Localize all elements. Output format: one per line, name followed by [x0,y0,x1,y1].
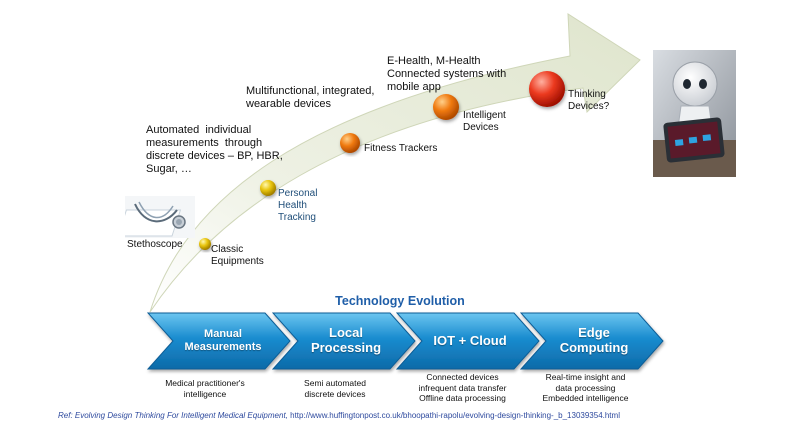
chevron-local [271,312,416,370]
reference-url[interactable]: http://www.huffingtonpost.co.uk/bhoopath… [290,411,620,420]
stage-label-local: Local Processing [310,325,382,355]
milestone-dot-intelligent [433,94,459,120]
chevron-edge [519,312,664,370]
stethoscope-label: Stethoscope [127,239,183,250]
stage-caption-edge: Real-time insight and data processing Em… [542,372,629,403]
annotation-automated: Automated individual measurements throug… [146,124,283,175]
stage-label-edge: Edge Computing [559,325,629,355]
stage-caption-local: Semi automated discrete devices [304,378,366,399]
milestone-label-fitness: Fitness Trackers [364,143,438,154]
stage-label-iot: IOT + Cloud [433,333,507,348]
evolution-chevrons [146,312,664,370]
reference-line: Ref: Evolving Design Thinking For Intell… [58,411,620,420]
milestone-label-classic: Classic Equipments [211,244,264,267]
milestone-label-intelligent: Intelligent Devices [463,110,506,133]
stethoscope-image [125,196,195,238]
milestone-dot-classic [199,238,211,250]
milestone-label-personal: Personal Health Tracking [278,188,318,223]
evolution-title: Technology Evolution [335,294,465,308]
milestone-dot-thinking [529,71,565,107]
stage-caption-iot: Connected devices infrequent data transf… [418,372,507,403]
milestone-dot-fitness [340,133,360,153]
stage-caption-manual: Medical practitioner's intelligence [165,378,245,399]
robot-image [653,50,736,177]
annotation-ehealth: E-Health, M-Health Connected systems wit… [387,55,507,93]
milestone-dot-personal [260,180,276,196]
milestone-label-thinking: Thinking Devices? [568,89,610,112]
reference-prefix: Ref: Evolving Design Thinking For Intell… [58,411,291,420]
annotation-multifunctional: Multifunctional, integrated, wearable de… [246,85,375,110]
chevron-iot [395,312,540,370]
stage-label-manual: Manual Measurements [184,328,262,353]
chevron-manual [146,312,291,370]
